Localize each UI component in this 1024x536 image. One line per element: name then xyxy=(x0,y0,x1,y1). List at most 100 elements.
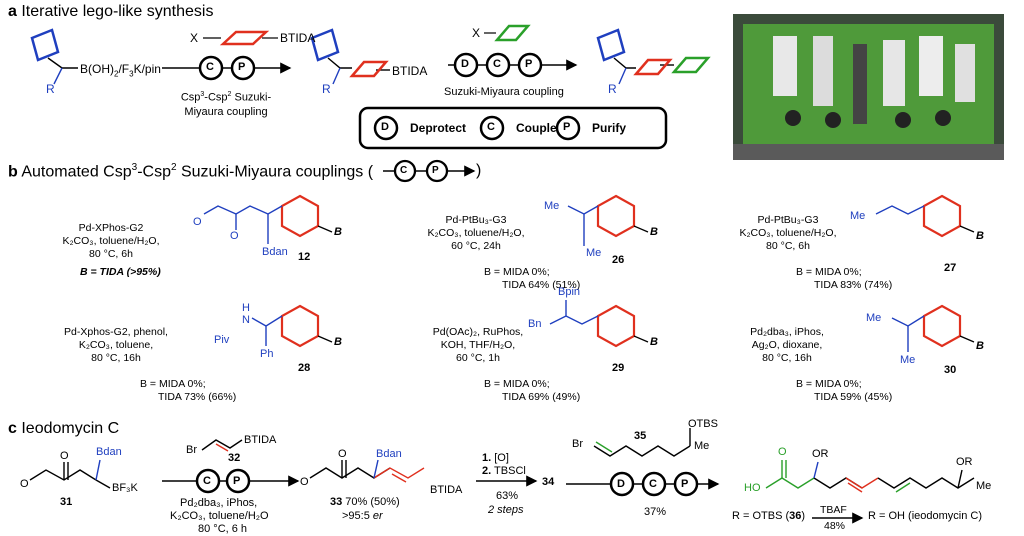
p33-btida: BTIDA xyxy=(430,484,463,496)
r35-br: Br xyxy=(572,438,583,450)
legend-couple: Couple xyxy=(516,121,557,135)
reagent32-br: Br xyxy=(186,444,197,456)
final-me: Me xyxy=(976,480,992,492)
p33-ome: O xyxy=(300,476,309,488)
circle-d-2-letter: D xyxy=(461,58,469,70)
p33-bdan: Bdan xyxy=(376,448,402,460)
panel-b-title-end: ) xyxy=(476,162,482,179)
reagent1-x: X xyxy=(190,31,199,45)
entry-26-me1: Me xyxy=(544,200,560,212)
entry-12-result: B = TIDA (>95%) xyxy=(80,266,161,278)
product2-r-label: R xyxy=(608,82,617,96)
reagent32-number: 32 xyxy=(228,452,241,464)
entry-28-h: H xyxy=(242,302,250,314)
sm31-ome: O xyxy=(20,478,29,490)
legend-c-letter: C xyxy=(487,121,495,133)
entry-27-number: 27 xyxy=(944,262,957,274)
panel-b-title: b Automated Csp3-Csp2 Suzuki-Miyaura cou… xyxy=(8,162,374,181)
entry-30-me2: Me xyxy=(900,354,916,366)
entry-26-number: 26 xyxy=(612,254,625,266)
sm31-o: O xyxy=(60,450,69,462)
reagent1-btida: BTIDA xyxy=(280,31,316,45)
final-r1: R = OTBS (36) xyxy=(732,510,806,522)
c3-circle-c-letter: C xyxy=(649,478,657,490)
final-or2: OR xyxy=(956,456,973,468)
r35-me: Me xyxy=(694,440,710,452)
entry-12-number: 12 xyxy=(298,251,311,263)
p33-er: >95:5 er xyxy=(342,510,383,522)
p33-o: O xyxy=(338,448,347,460)
entry-28-result: B = MIDA 0%;TIDA 73% (66%) xyxy=(140,378,237,403)
step2-label: Suzuki-Miyaura coupling xyxy=(444,86,564,98)
entry-29-bn: Bn xyxy=(528,318,542,330)
entry-27-result: B = MIDA 0%;TIDA 83% (74%) xyxy=(796,266,893,291)
entry-12-ome: O xyxy=(193,216,202,228)
entry-30-b: B xyxy=(976,340,984,352)
step-a1: 1. [O] xyxy=(482,452,509,464)
entry-12-bdan: Bdan xyxy=(262,246,288,258)
c1-circle-p-letter: P xyxy=(233,475,241,487)
start-blue-block xyxy=(30,28,60,62)
cpd34: 34 xyxy=(542,476,555,488)
start-boron-group: B(OH)2/F3K/pin xyxy=(80,62,161,79)
panel-c-title: c Ieodomycin C xyxy=(8,420,120,437)
reagent2-x: X xyxy=(472,26,481,40)
entry-26-result: B = MIDA 0%;TIDA 64% (51%) xyxy=(484,266,581,291)
circle-c-1 xyxy=(198,55,224,81)
circle-c-1-letter: C xyxy=(206,61,214,73)
entry-29-number: 29 xyxy=(612,362,625,374)
entry-27-me: Me xyxy=(850,210,866,222)
c3-circle-d-letter: D xyxy=(617,478,625,490)
dcp-yield: 37% xyxy=(644,506,667,518)
panel-a-title: a Iterative lego-like synthesis xyxy=(8,3,214,20)
circle-p-2-letter: P xyxy=(525,58,533,70)
r35-number: 35 xyxy=(634,430,647,442)
final-r2: R = OH (ieodomycin C) xyxy=(868,510,983,522)
product1-btida: BTIDA xyxy=(392,64,428,78)
title-circle-p-letter: P xyxy=(432,165,439,176)
sm31-bdan: Bdan xyxy=(96,446,122,458)
r35-otbs: OTBS xyxy=(688,418,718,430)
step-yield: 63% xyxy=(496,490,519,502)
sm31-bf3k: BF₃K xyxy=(112,482,138,494)
c3-circle-p-letter: P xyxy=(681,478,689,490)
legend-d-letter: D xyxy=(381,121,389,133)
tbaf-yield: 48% xyxy=(824,520,846,532)
legend-purify: Purify xyxy=(592,121,627,135)
entry-28-n: N xyxy=(242,314,250,326)
tbaf-label: TBAF xyxy=(820,504,847,516)
circle-p-1-letter: P xyxy=(238,61,246,73)
entry-28-b: B xyxy=(334,336,342,348)
entry-29-conditions: Pd(OAc)₂, RuPhos,KOH, THF/H₂O,60 °C, 1h xyxy=(432,326,524,364)
circle-c-2-letter: C xyxy=(493,58,501,70)
final-ho: HO xyxy=(744,482,761,494)
product1-r-label: R xyxy=(322,82,331,96)
sm31-number: 31 xyxy=(60,496,73,508)
circle-p-1 xyxy=(230,55,256,81)
step-a2: 2. TBSCl xyxy=(482,465,526,477)
c1-circle-c-letter: C xyxy=(203,475,211,487)
entry-28-number: 28 xyxy=(298,362,311,374)
entry-30-me1: Me xyxy=(866,312,882,324)
entry-30-result: B = MIDA 0%;TIDA 59% (45%) xyxy=(796,378,893,403)
entry-12-o: O xyxy=(230,230,239,242)
step1-label: Csp3-Csp2 Suzuki-Miyaura coupling xyxy=(180,91,272,118)
step-note: 2 steps xyxy=(488,504,524,516)
final-or1: OR xyxy=(812,448,829,460)
entry-27-b: B xyxy=(976,230,984,242)
entry-28-ph: Ph xyxy=(260,348,274,360)
entry-30-number: 30 xyxy=(944,364,957,376)
entry-28-conditions: Pd-Xphos-G2, phenol,K₂CO₃, toluene,80 °C… xyxy=(64,326,168,364)
entry-26-b: B xyxy=(650,226,658,238)
entry-12-b: B xyxy=(334,226,342,238)
legend-deprotect: Deprotect xyxy=(410,121,467,135)
entry-26-me2: Me xyxy=(586,247,602,259)
synthesizer-photo xyxy=(733,14,1004,160)
p33-yield: 33 70% (50%) xyxy=(330,496,400,508)
title-circle-c-letter: C xyxy=(400,165,408,176)
